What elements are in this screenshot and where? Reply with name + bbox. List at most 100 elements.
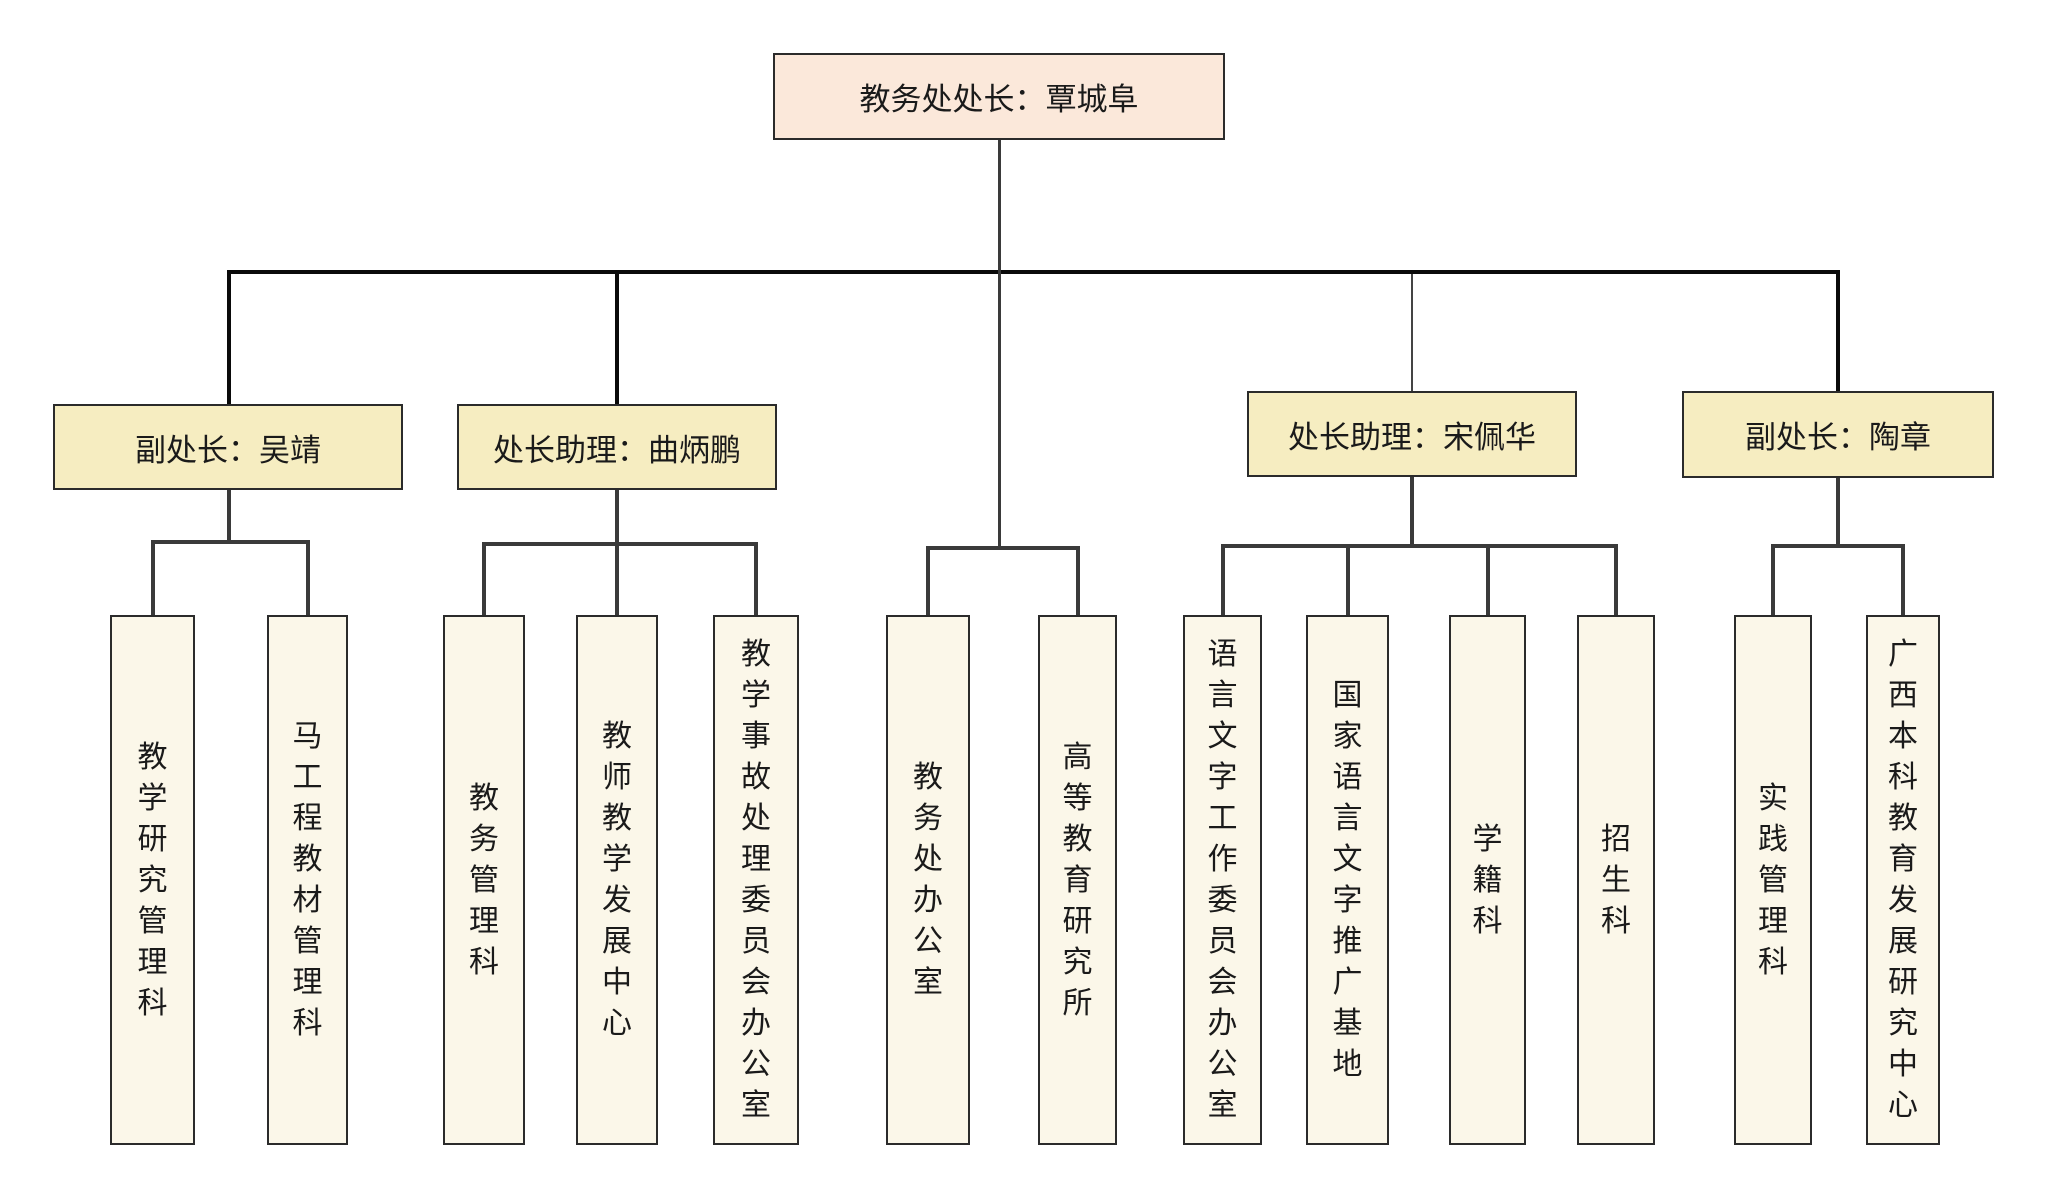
- unit-node[interactable]: 马工程教材管理科: [267, 615, 348, 1145]
- unit-label-char: 究: [137, 862, 168, 898]
- unit-node-label: 实践管理科: [1758, 778, 1788, 983]
- unit-label-char: 教: [741, 637, 771, 672]
- unit-label-char: 室: [913, 965, 943, 1000]
- unit-node-label: 广西本科教育发展研究中心: [1888, 634, 1918, 1126]
- unit-label-char: 科: [1601, 903, 1631, 939]
- manager-node[interactable]: 副处长：陶章: [1682, 391, 1994, 478]
- unit-label-char: 籍: [1472, 862, 1503, 898]
- unit-label-char: 广: [1888, 637, 1918, 672]
- unit-label-char: 究: [1062, 944, 1093, 980]
- connector-unit-drop: [482, 544, 486, 615]
- connector-unit-drop: [1771, 546, 1775, 615]
- connector-manager-drop: [615, 272, 619, 404]
- unit-node[interactable]: 实践管理科: [1734, 615, 1812, 1145]
- unit-node-label: 高等教育研究所: [1063, 737, 1093, 1024]
- unit-label-char: 广: [1332, 965, 1363, 1000]
- unit-node[interactable]: 教学事故处理委员会办公室: [713, 615, 799, 1145]
- unit-label-char: 展: [1888, 924, 1918, 959]
- unit-node-label: 语言文字工作委员会办公室: [1208, 634, 1238, 1126]
- unit-label-char: 会: [1207, 965, 1238, 1000]
- unit-label-char: 办: [741, 1006, 771, 1041]
- unit-node[interactable]: 教师教学发展中心: [576, 615, 658, 1145]
- connector-manager-drop: [227, 272, 231, 404]
- unit-label-char: 研: [1888, 965, 1918, 1000]
- unit-label-char: 所: [1062, 985, 1093, 1021]
- unit-label-char: 科: [1758, 944, 1788, 980]
- unit-label-char: 发: [1888, 883, 1918, 918]
- unit-label-char: 学: [1472, 821, 1503, 857]
- unit-node-label: 教学研究管理科: [138, 737, 168, 1024]
- unit-label-char: 研: [1062, 903, 1093, 939]
- manager-node[interactable]: 处长助理：曲炳鹏: [457, 404, 777, 490]
- unit-label-char: 育: [1062, 862, 1093, 898]
- unit-label-char: 管: [469, 862, 499, 898]
- unit-node[interactable]: 广西本科教育发展研究中心: [1866, 615, 1940, 1145]
- unit-node[interactable]: 教务管理科: [443, 615, 525, 1145]
- unit-node-label: 教务处办公室: [913, 757, 943, 1003]
- manager-node[interactable]: 副处长：吴靖: [53, 404, 403, 490]
- unit-label-char: 研: [137, 821, 168, 857]
- unit-label-char: 科: [1472, 903, 1503, 939]
- root-node-director[interactable]: 教务处处长：覃城阜: [773, 53, 1225, 140]
- unit-node-label: 学籍科: [1473, 819, 1503, 942]
- unit-node[interactable]: 教务处办公室: [886, 615, 970, 1145]
- unit-node-label: 教学事故处理委员会办公室: [741, 634, 771, 1126]
- unit-label-char: 公: [741, 1047, 771, 1082]
- unit-label-char: 材: [292, 883, 323, 918]
- unit-label-char: 工: [292, 760, 323, 795]
- unit-node-label: 招生科: [1601, 819, 1631, 942]
- unit-label-char: 公: [1207, 1047, 1238, 1082]
- connector-top-bar: [227, 270, 1840, 274]
- unit-label-char: 管: [292, 924, 323, 959]
- unit-label-char: 处: [741, 801, 771, 836]
- connector-direct-trunk: [997, 272, 1001, 550]
- unit-label-char: 科: [1888, 760, 1918, 795]
- connector-manager-drop: [1836, 272, 1840, 391]
- unit-label-char: 文: [1207, 719, 1238, 754]
- unit-label-char: 语: [1207, 637, 1238, 672]
- unit-node-label: 国家语言文字推广基地: [1333, 675, 1363, 1085]
- unit-node[interactable]: 语言文字工作委员会办公室: [1183, 615, 1262, 1145]
- unit-node[interactable]: 学籍科: [1449, 615, 1526, 1145]
- unit-label-char: 教: [137, 739, 168, 775]
- unit-label-char: 务: [469, 821, 499, 857]
- unit-label-char: 委: [741, 883, 771, 918]
- unit-label-char: 地: [1332, 1047, 1363, 1082]
- unit-label-char: 推: [1332, 924, 1363, 959]
- unit-label-char: 家: [1332, 719, 1363, 754]
- unit-label-char: 科: [292, 1006, 323, 1041]
- unit-label-char: 事: [741, 719, 771, 754]
- unit-label-char: 员: [741, 924, 771, 959]
- unit-node-label: 教师教学发展中心: [602, 716, 632, 1044]
- unit-label-char: 员: [1207, 924, 1238, 959]
- unit-node[interactable]: 高等教育研究所: [1038, 615, 1117, 1145]
- connector-unit-drop: [1486, 546, 1490, 615]
- connector-unit-drop: [926, 548, 930, 615]
- connector-root-trunk: [998, 140, 1001, 274]
- unit-label-char: 办: [913, 883, 943, 918]
- connector-unit-drop: [1614, 546, 1618, 615]
- unit-label-char: 践: [1758, 821, 1788, 857]
- unit-label-char: 学: [602, 842, 632, 877]
- unit-label-char: 中: [602, 965, 632, 1000]
- unit-label-char: 基: [1332, 1006, 1363, 1041]
- unit-label-char: 育: [1888, 842, 1918, 877]
- unit-label-char: 学: [137, 780, 168, 816]
- unit-label-char: 故: [741, 760, 771, 795]
- unit-label-char: 等: [1062, 780, 1093, 816]
- connector-unit-drop: [1076, 548, 1080, 615]
- unit-label-char: 中: [1888, 1047, 1918, 1082]
- unit-node-label: 马工程教材管理科: [293, 716, 323, 1044]
- unit-label-char: 言: [1207, 678, 1238, 713]
- connector-manager-trunk: [1836, 478, 1840, 548]
- unit-label-char: 处: [913, 842, 943, 877]
- unit-label-char: 理: [292, 965, 323, 1000]
- manager-node-label: 处长助理：宋佩华: [1288, 419, 1536, 456]
- unit-node[interactable]: 国家语言文字推广基地: [1306, 615, 1389, 1145]
- unit-node[interactable]: 教学研究管理科: [110, 615, 195, 1145]
- unit-label-char: 发: [602, 883, 632, 918]
- unit-label-char: 教: [913, 760, 943, 795]
- connector-sub-bar: [1221, 544, 1618, 548]
- manager-node[interactable]: 处长助理：宋佩华: [1247, 391, 1577, 477]
- unit-node[interactable]: 招生科: [1577, 615, 1655, 1145]
